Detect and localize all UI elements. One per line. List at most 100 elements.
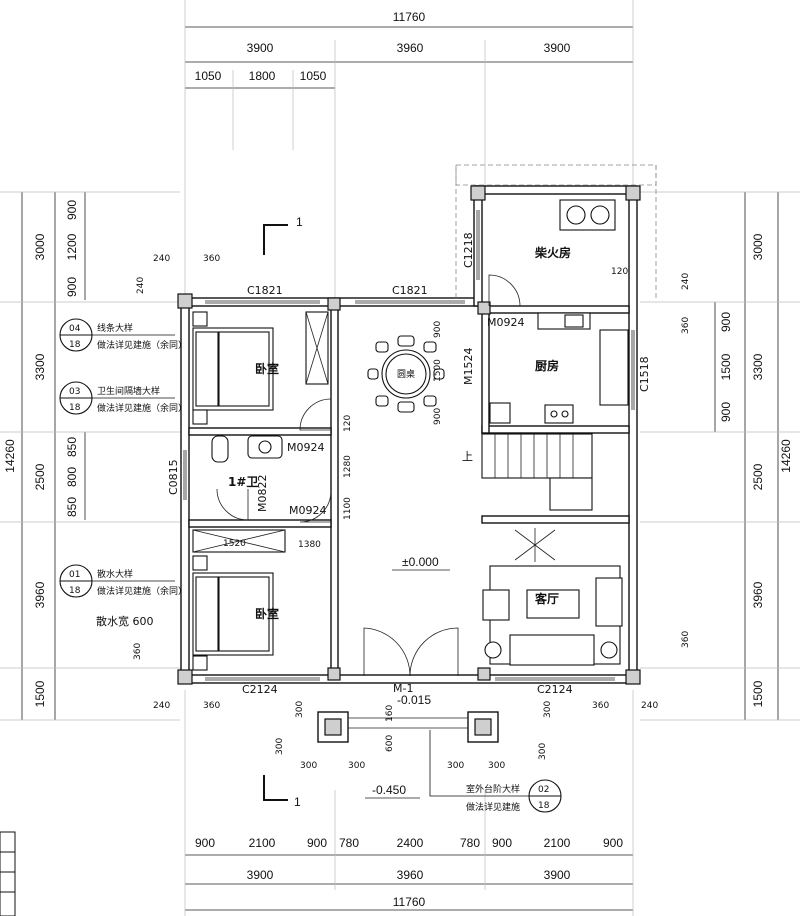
room-bedroom-top: 卧室 — [255, 361, 279, 376]
dim-bottom-bay-1: 3900 — [247, 868, 274, 882]
title-block-fragment — [0, 831, 16, 916]
dim-1280: 1280 — [343, 455, 353, 478]
dim-right-bay-4: 3960 — [751, 581, 765, 608]
section-label-top: 1 — [296, 215, 303, 229]
windows — [183, 210, 635, 681]
room-table: 圆桌 — [397, 368, 415, 380]
dim-240-left-a: 240 — [136, 277, 146, 294]
label-c1821-left: C1821 — [247, 284, 283, 297]
dim-left-total: 14260 — [3, 439, 17, 473]
detail-02-num: 02 — [538, 785, 549, 795]
dim-bottom-sub-4: 780 — [339, 836, 359, 850]
columns — [177, 185, 641, 685]
entry-steps — [317, 711, 499, 743]
right-dimension-lines — [640, 191, 800, 721]
dim-right-bay-2: 3300 — [751, 353, 765, 380]
detail-callout-02 — [429, 730, 562, 813]
dim-240-right-a: 240 — [681, 273, 691, 290]
detail-01-line2: 做法详见建施（余同） — [97, 585, 187, 597]
detail-02-line1: 室外台阶大样 — [466, 783, 520, 795]
detail-02-line2: 做法详见建施 — [466, 801, 520, 813]
label-m1524: M1524 — [462, 348, 475, 386]
label-m1: M-1 — [393, 682, 413, 695]
room-kitchen: 厨房 — [535, 358, 559, 373]
room-firewood: 柴火房 — [534, 245, 571, 260]
detail-01-line3: 散水宽 600 — [96, 614, 154, 628]
detail-03-sheet: 18 — [69, 403, 81, 413]
dim-bottom-sub-3: 900 — [307, 836, 327, 850]
detail-callout-03 — [59, 381, 175, 415]
label-c2124-left: C2124 — [242, 683, 278, 696]
dim-left-bay-2: 3300 — [33, 353, 47, 380]
dim-bottom-sub-5: 2400 — [397, 836, 424, 850]
label-m0924-kitchen: M0924 — [487, 316, 525, 329]
dim-240-bottom-right: 240 — [641, 701, 658, 711]
dim-left-bay-1: 3000 — [33, 233, 47, 260]
dim-240-top: 240 — [153, 254, 170, 264]
room-bath: 1#卫 — [228, 475, 258, 489]
bathroom-fixtures — [211, 435, 283, 463]
stair — [481, 433, 593, 562]
detail-04-line1: 线条大样 — [97, 322, 133, 334]
dining-table — [367, 335, 445, 413]
detail-callout-01 — [59, 564, 175, 598]
dim-360-right-a: 360 — [681, 317, 691, 334]
dim-right-bay-3: 2500 — [751, 463, 765, 490]
dim-360-right-b: 360 — [681, 631, 691, 648]
detail-03-num: 03 — [69, 387, 80, 397]
dim-900-a: 900 — [433, 321, 443, 338]
dim-top-bay-2: 3960 — [397, 41, 424, 55]
dim-left-sub-4: 850 — [65, 437, 79, 457]
dim-1380: 1380 — [298, 540, 321, 550]
level-outdoor: -0.450 — [372, 783, 406, 797]
dim-top-bay-3: 3900 — [544, 41, 571, 55]
dim-left-bay-4: 3960 — [33, 581, 47, 608]
label-c1821-mid: C1821 — [392, 284, 428, 297]
dim-top-total: 11760 — [393, 10, 426, 24]
dim-left-sub-2: 1200 — [65, 233, 79, 260]
room-bedroom-bottom: 卧室 — [255, 606, 279, 621]
room-living: 客厅 — [534, 591, 559, 606]
detail-04-num: 04 — [69, 324, 81, 334]
dim-bottom-bay-3: 3900 — [544, 868, 571, 882]
dim-900-b: 900 — [433, 408, 443, 425]
detail-01-line1: 散水大样 — [97, 568, 133, 580]
bedroom-bottom-furniture — [192, 529, 286, 671]
dim-right-total: 14260 — [779, 439, 793, 473]
dim-right-bay-5: 1500 — [751, 680, 765, 707]
dim-bottom-sub-2: 2100 — [249, 836, 276, 850]
dim-1500: 1500 — [433, 359, 443, 382]
stair-up-label: 上 — [462, 450, 473, 463]
dim-300-left: 300 — [295, 701, 305, 718]
dim-bottom-sub-1: 900 — [195, 836, 215, 850]
level-porch: -0.015 — [397, 693, 431, 707]
dim-360-bottom-left: 360 — [203, 701, 220, 711]
detail-03-line2: 做法详见建施（余同） — [97, 402, 187, 414]
dim-right-sub-2: 1500 — [719, 353, 733, 380]
dim-right-bay-1: 3000 — [751, 233, 765, 260]
label-m0924-bath-top: M0924 — [287, 441, 325, 454]
dim-1100: 1100 — [343, 497, 353, 520]
detail-04-line2: 做法详见建施（余同） — [97, 339, 187, 351]
bedroom-top-furniture — [192, 311, 329, 425]
dim-300-vertical-right: 300 — [538, 743, 548, 760]
dim-1520: 1520 — [223, 539, 246, 549]
dim-300-step-1: 300 — [300, 761, 317, 771]
dim-right-sub-1: 900 — [719, 312, 733, 332]
detail-04-sheet: 18 — [69, 340, 81, 350]
dim-left-bay-5: 1500 — [33, 680, 47, 707]
living-room-furniture — [482, 565, 623, 666]
dim-left-sub-3: 900 — [65, 277, 79, 297]
label-c1518: C1518 — [638, 356, 651, 392]
label-c0815: C0815 — [167, 459, 180, 495]
left-dimension-lines — [0, 191, 180, 721]
dim-bottom-sub-8: 2100 — [544, 836, 571, 850]
section-label-bottom: 1 — [294, 795, 301, 809]
dim-top-sub-3: 1050 — [300, 69, 327, 83]
dim-300-step-2: 300 — [348, 761, 365, 771]
dim-bottom-sub-7: 900 — [492, 836, 512, 850]
dim-300-right: 300 — [543, 701, 553, 718]
dim-600: 600 — [385, 735, 395, 752]
dim-left-sub-5: 800 — [65, 467, 79, 487]
